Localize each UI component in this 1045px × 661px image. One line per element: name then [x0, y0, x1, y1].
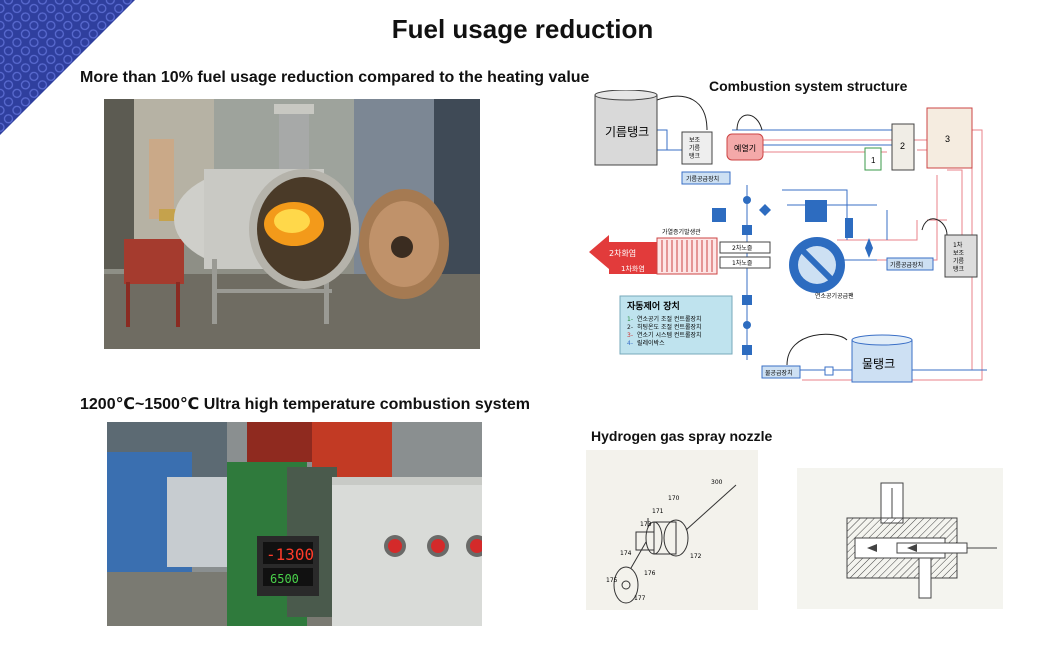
- tank1-label-2: 보조: [953, 250, 965, 257]
- controller-pv: -1300: [266, 545, 314, 564]
- control-item-1-num: 1-: [627, 316, 633, 323]
- control-item-2-num: 2-: [627, 324, 633, 331]
- water-tank-label: 물탱크: [862, 357, 895, 371]
- box-3-label: 3: [945, 134, 950, 144]
- second-flame-label: 2차화염: [609, 249, 636, 258]
- control-title: 자동제어 장치: [627, 300, 680, 312]
- control-item-3-text: 연소기 시스템 컨트롤장치: [637, 331, 702, 339]
- nozzle-part-label-177: 177: [634, 595, 646, 602]
- oil-tank-shape: 기름탱크: [594, 90, 658, 166]
- section-heading-combustion-structure: Combustion system structure: [709, 78, 908, 94]
- tank1-label-4: 탱크: [953, 266, 965, 273]
- nozzle-part-label-176: 176: [644, 570, 656, 577]
- oil-tank-label: 기름탱크: [605, 125, 649, 139]
- aux-tank-label-3: 탱크: [689, 153, 701, 160]
- nozzle-part-label-174: 174: [620, 550, 632, 557]
- water-supply-label: 물공급장치: [765, 369, 793, 377]
- control-item-2-text: 히팅온도 조절 컨트롤장치: [637, 323, 702, 331]
- first-flame-label: 1차화염: [621, 264, 645, 273]
- section-heading-fuel-reduction: More than 10% fuel usage reduction compa…: [80, 69, 590, 86]
- combustion-diagram: 기름탱크 보조 기름 탱크 예열기 기름공급장치 1 2 3 1차 보조 기름 …: [589, 90, 987, 383]
- control-panel-photo: -1300 6500: [107, 422, 482, 626]
- nozzle2-label: 2차노즐: [732, 244, 753, 252]
- corner-pattern: [0, 0, 135, 135]
- controller-sv: 6500: [270, 572, 299, 586]
- nozzle-part-label-172: 172: [690, 553, 702, 560]
- burner-photo: [104, 99, 480, 349]
- nozzle-part-label-175: 175: [606, 577, 618, 584]
- oil-supply2-label: 기름공급장치: [890, 261, 923, 269]
- tank1-label-3: 기름: [953, 257, 965, 265]
- control-item-1-text: 연소공기 조절 컨트롤장치: [637, 315, 702, 323]
- gasifier-label: 가열증기발생관: [662, 228, 701, 236]
- air-supply-label: 연소공기공급팬: [815, 292, 854, 300]
- nozzle-cross-section-drawing: [797, 468, 1003, 609]
- nozzle-part-label-300: 300: [711, 479, 723, 486]
- section-heading-hydrogen-nozzle: Hydrogen gas spray nozzle: [591, 428, 773, 444]
- oil-supply-label: 기름공급장치: [686, 175, 719, 183]
- page-title: Fuel usage reduction: [391, 14, 654, 44]
- nozzle1-label: 1차노즐: [732, 259, 753, 267]
- control-item-3-num: 3-: [627, 332, 633, 339]
- nozzle-exploded-drawing: 300 170 171 172 173 174 175 176 177: [586, 450, 758, 610]
- nozzle-part-label-173: 173: [640, 521, 652, 528]
- preheater-label: 예열기: [734, 143, 756, 153]
- nozzle-part-label-171: 171: [652, 508, 664, 515]
- control-item-4-text: 릴레이박스: [637, 339, 665, 347]
- control-item-4-num: 4-: [627, 340, 633, 347]
- box-1-label: 1: [871, 156, 876, 165]
- aux-tank-label-1: 보조: [689, 137, 701, 144]
- box-2-label: 2: [900, 141, 905, 151]
- section-heading-ultra-high-temp: 1200℃~1500℃ Ultra high temperature combu…: [80, 396, 531, 413]
- aux-tank-label-2: 기름: [689, 144, 701, 152]
- nozzle-part-label-170: 170: [668, 495, 680, 502]
- tank1-label-1: 1차: [953, 241, 963, 249]
